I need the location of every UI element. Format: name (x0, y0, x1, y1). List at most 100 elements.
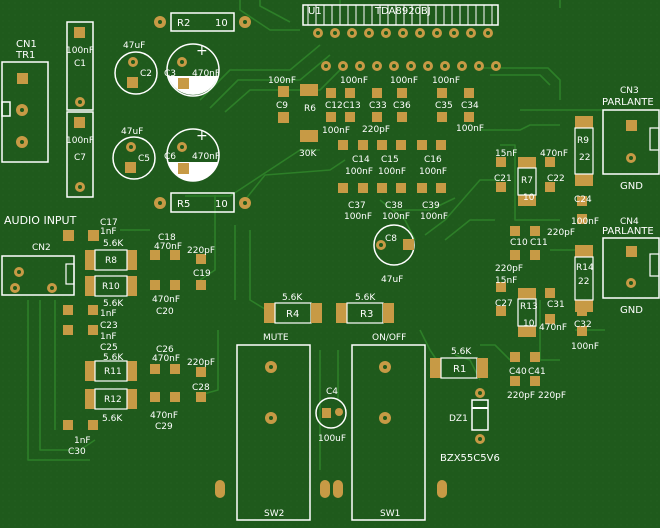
svg-text:R4: R4 (286, 309, 299, 320)
svg-text:C36: C36 (393, 101, 411, 111)
capacitor-c4[interactable]: C4 100uF (315, 387, 347, 444)
resistor-r1[interactable]: 5.6K R1 (430, 347, 488, 379)
svg-text:C21: C21 (494, 174, 512, 184)
svg-text:C23: C23 (100, 321, 118, 331)
c3-value: 470nF (192, 69, 220, 79)
svg-text:R6: R6 (304, 104, 316, 114)
svg-text:C26: C26 (156, 345, 174, 355)
dz1-part: BZX55C5V6 (440, 453, 500, 464)
r5-value: 10 (215, 199, 228, 210)
svg-text:100nF: 100nF (571, 217, 599, 227)
svg-text:C27: C27 (495, 299, 513, 309)
c2-ref: C2 (140, 69, 152, 79)
r5-ref: R5 (177, 199, 190, 210)
svg-text:100nF: 100nF (390, 76, 418, 86)
sw2-title: MUTE (263, 333, 289, 343)
svg-text:R12: R12 (104, 395, 122, 405)
svg-text:470nF: 470nF (154, 242, 182, 252)
dz1-ref: DZ1 (449, 414, 468, 424)
svg-text:C41: C41 (528, 367, 546, 377)
svg-text:5.6K: 5.6K (282, 293, 303, 303)
svg-text:C15: C15 (381, 155, 399, 165)
smd-right-network (496, 116, 593, 386)
svg-text:22: 22 (578, 277, 589, 287)
resistor-r2[interactable]: R2 10 (154, 12, 251, 32)
svg-text:220pF: 220pF (187, 358, 215, 368)
cn2-ref: CN2 (32, 243, 51, 253)
ic-u1[interactable]: U1 TDA8920BJ (302, 4, 501, 71)
cn1-sub: TR1 (15, 50, 35, 61)
svg-text:15nF: 15nF (495, 149, 517, 159)
c6-value: 470nF (192, 152, 220, 162)
connector-cn4[interactable]: CN4 PARLANTE GND (602, 217, 660, 316)
smd-upper-labels: 100nF C9 R6 30K 100nF C12 100nF C13 C33 … (268, 76, 484, 222)
svg-text:100nF: 100nF (420, 212, 448, 222)
connector-cn2[interactable]: AUDIO INPUT CN2 (1, 214, 77, 296)
svg-text:100nF: 100nF (456, 124, 484, 134)
svg-text:100nF: 100nF (322, 126, 350, 136)
smd-left-network (63, 230, 206, 430)
smd-left-labels: C17 1nF 5.6K R8 C18 470nF 220pF C19 R10 … (68, 218, 215, 457)
svg-text:220pF: 220pF (538, 391, 566, 401)
svg-text:C13: C13 (343, 101, 361, 111)
connector-cn1[interactable]: CN1 TR1 (1, 39, 49, 163)
capacitor-c7[interactable]: 100nF C7 (66, 111, 94, 198)
svg-text:100nF: 100nF (571, 342, 599, 352)
svg-text:100nF: 100nF (344, 212, 372, 222)
svg-text:5.6K: 5.6K (103, 239, 124, 249)
svg-text:220pF: 220pF (507, 391, 535, 401)
capacitor-c2[interactable]: 47uF C2 (114, 41, 158, 95)
c5-ref: C5 (138, 154, 150, 164)
svg-text:5.6K: 5.6K (103, 353, 124, 363)
svg-text:R7: R7 (521, 176, 533, 186)
svg-text:10: 10 (523, 193, 535, 203)
c1-ref: C1 (74, 59, 86, 69)
svg-text:1nF: 1nF (100, 309, 117, 319)
svg-text:C14: C14 (352, 155, 370, 165)
resistor-r5[interactable]: R5 10 (154, 192, 251, 213)
svg-text:220pF: 220pF (362, 125, 390, 135)
svg-text:470nF: 470nF (152, 354, 180, 364)
switch-sw2[interactable]: MUTE SW2 (215, 333, 330, 521)
cn3-ref: CN3 (620, 86, 639, 96)
ic-ref: U1 (308, 6, 322, 17)
svg-text:100nF: 100nF (432, 76, 460, 86)
svg-text:C25: C25 (100, 343, 118, 353)
capacitor-c1[interactable]: 100nF C1 (66, 21, 94, 111)
r2-value: 10 (215, 18, 228, 29)
svg-text:100uF: 100uF (318, 434, 346, 444)
svg-text:R11: R11 (104, 367, 122, 377)
c3-ref: C3 (164, 69, 176, 79)
svg-text:C9: C9 (276, 101, 288, 111)
svg-text:15nF: 15nF (495, 276, 517, 286)
zener-dz1[interactable]: DZ1 BZX55C5V6 (440, 388, 500, 464)
svg-text:R8: R8 (105, 256, 117, 266)
svg-text:47uF: 47uF (381, 275, 403, 285)
svg-text:C17: C17 (100, 218, 118, 228)
c3-plus: + (196, 43, 208, 59)
svg-text:470nF: 470nF (539, 323, 567, 333)
smd-right-bodies (517, 127, 594, 327)
capacitor-c3[interactable]: + C3 470nF (164, 43, 220, 97)
resistor-r4[interactable]: 5.6K R4 (264, 293, 322, 324)
svg-text:100nF: 100nF (419, 167, 447, 177)
cn4-sub: PARLANTE (602, 226, 654, 237)
svg-text:C8: C8 (385, 234, 397, 244)
svg-text:5.6K: 5.6K (355, 293, 376, 303)
svg-text:R10: R10 (102, 282, 120, 292)
capacitor-c8[interactable]: C8 47uF (373, 224, 415, 285)
svg-text:100nF: 100nF (340, 76, 368, 86)
c6-plus: + (196, 128, 208, 144)
resistor-r3[interactable]: 5.6K R3 (336, 293, 394, 324)
svg-text:220pF: 220pF (547, 228, 575, 238)
sw1-ref: SW1 (380, 509, 400, 519)
svg-text:5.6K: 5.6K (451, 347, 472, 357)
connector-cn3[interactable]: CN3 PARLANTE GND (602, 86, 660, 192)
svg-text:220pF: 220pF (187, 246, 215, 256)
capacitor-c6[interactable]: + C6 470nF (164, 128, 220, 182)
svg-text:C20: C20 (156, 307, 174, 317)
capacitor-c5[interactable]: 47uF C5 (112, 127, 156, 180)
c7-value: 100nF (66, 136, 94, 146)
switch-sw1[interactable]: ON/OFF SW1 (333, 333, 447, 521)
audio-input-title: AUDIO INPUT (4, 214, 77, 227)
